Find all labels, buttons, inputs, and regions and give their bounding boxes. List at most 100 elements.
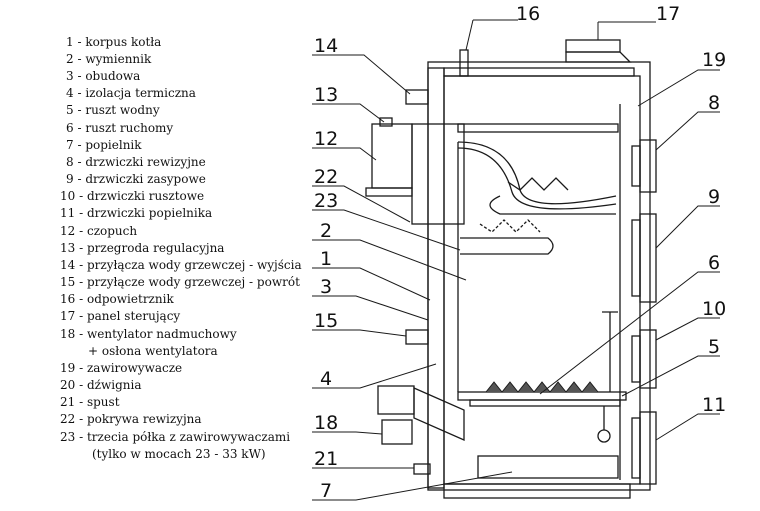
drain-valve (413, 463, 431, 475)
ash-door (639, 411, 657, 485)
grate-fire (485, 381, 599, 393)
leader-3 (312, 295, 429, 321)
flue-box (411, 123, 465, 225)
inspection-door (639, 139, 657, 193)
legend-item: 2 - wymiennik (66, 52, 152, 66)
leader-19 (637, 69, 720, 107)
legend-item: 13 - przegroda regulacyjna (60, 241, 225, 255)
boiler-body (365, 39, 657, 499)
top-cover (443, 67, 635, 77)
callout-6: 6 (708, 252, 720, 274)
callout-leaders (312, 19, 720, 501)
fan-duct (413, 387, 465, 441)
exchanger-plate-inner (457, 147, 617, 210)
swirlers-upper (507, 177, 569, 191)
legend-item: 12 - czopuch (60, 224, 138, 238)
callout-10: 10 (702, 298, 726, 320)
legend-item: 23 - trzecia półka z zawirowywaczami (60, 430, 291, 444)
leader-7 (312, 471, 513, 501)
callout-13: 13 (314, 84, 338, 106)
legend-item: 5 - ruszt wodny (66, 103, 160, 117)
leader-9 (655, 205, 720, 249)
feed-door (639, 213, 657, 303)
moving-grate (469, 399, 621, 407)
callout-2: 2 (320, 220, 332, 242)
legend-item: 11 - drzwiczki popielnika (60, 206, 213, 220)
legend-item: 9 - drzwiczki zasypowe (66, 172, 206, 186)
legend-item: 17 - panel sterujący (60, 309, 181, 323)
leader-8 (655, 111, 720, 151)
callout-1: 1 (320, 248, 332, 270)
leader-13 (312, 103, 385, 123)
legend-item: + osłona wentylatora (88, 344, 218, 358)
callout-21: 21 (314, 448, 338, 470)
control-panel (565, 39, 621, 53)
legend-item: 8 - drzwiczki rewizyjne (66, 155, 206, 169)
leader-12 (312, 147, 377, 161)
callout-14: 14 (314, 35, 338, 57)
exchanger-plate (457, 141, 617, 205)
legend-item: 18 - wentylator nadmuchowy (60, 327, 237, 341)
legend-item: (tylko w mocach 23 - 33 kW) (92, 447, 266, 461)
outlet-pipe (405, 89, 429, 105)
legend-item: 15 - przyłącze wody grzewczej - powrót (60, 275, 300, 289)
callout-18: 18 (314, 412, 338, 434)
legend-item: 10 - drzwiczki rusztowe (60, 189, 205, 203)
leader-2 (312, 239, 467, 281)
top-shelf (457, 123, 619, 133)
legend-item: 20 - dźwignia (60, 378, 142, 392)
casing-outline (427, 61, 651, 491)
callout-12: 12 (314, 128, 338, 150)
legend-item: 14 - przyłącza wody grzewczej - wyjścia (60, 258, 302, 272)
legend-item: 21 - spust (60, 395, 120, 409)
regulation-damper (379, 117, 393, 127)
callout-22: 22 (314, 166, 338, 188)
flue-pipe (371, 123, 413, 189)
control-panel-base (565, 51, 632, 63)
ash-door-frame (631, 417, 641, 479)
leader-10 (655, 317, 720, 341)
fan-housing (377, 385, 415, 415)
callout-15: 15 (314, 310, 338, 332)
legend-item: 1 - korpus kotła (66, 35, 162, 49)
fan-motor (381, 419, 413, 445)
callout-7: 7 (320, 480, 332, 502)
legend-item: 22 - pokrywa rewizyjna (60, 412, 202, 426)
inspection-door-frame (631, 145, 641, 187)
callout-17: 17 (656, 3, 680, 25)
leader-23 (312, 209, 461, 251)
leader-22 (312, 185, 411, 223)
legend-item: 16 - odpowietrznik (60, 292, 174, 306)
callout-23: 23 (314, 190, 338, 212)
callout-19: 19 (702, 49, 726, 71)
leader-11 (655, 413, 720, 441)
boiler-base (443, 483, 631, 499)
leader-15 (312, 329, 407, 337)
callout-4: 4 (320, 368, 332, 390)
boiler-body-inner (443, 75, 641, 485)
leader-6 (539, 271, 720, 395)
leader-17 (597, 21, 656, 40)
swirlers-lower (479, 219, 541, 233)
flue-pipe-flange (365, 187, 413, 197)
grate-door-frame (631, 335, 641, 383)
legend-item: 7 - popielnik (66, 138, 142, 152)
leader-18 (312, 431, 383, 435)
legend-item: 3 - obudowa (66, 69, 141, 83)
leader-16 (465, 19, 518, 51)
legend-item: 6 - ruszt ruchomy (66, 121, 174, 135)
legend-item: 19 - zawirowywacze (60, 361, 183, 375)
feed-door-frame (631, 219, 641, 297)
lever-pivot (597, 429, 611, 443)
leader-14 (312, 54, 411, 95)
callout-5: 5 (708, 336, 720, 358)
leader-5 (621, 355, 720, 397)
callout-11: 11 (702, 394, 726, 416)
swirler-shelf-2 (489, 195, 616, 215)
return-pipe (405, 329, 429, 345)
legend-item: 4 - izolacja termiczna (66, 86, 196, 100)
ash-pan (477, 455, 619, 479)
callout-8: 8 (708, 92, 720, 114)
